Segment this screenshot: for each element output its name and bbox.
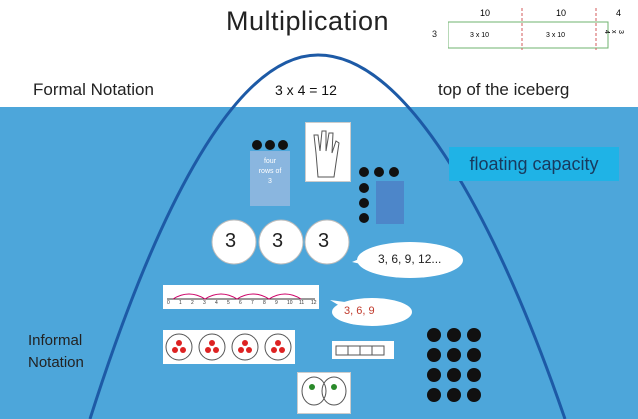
- area-col-3: 4: [616, 8, 622, 18]
- top-of-iceberg-label: top of the iceberg: [438, 80, 570, 99]
- area-col-1: 10: [480, 8, 491, 18]
- floating-capacity-box: floating capacity: [449, 147, 619, 181]
- array-row-label: 3: [432, 29, 438, 39]
- number-line-tick: 12: [311, 300, 317, 306]
- informal-line-2: Notation: [28, 354, 84, 371]
- jump-bubble-text: 3, 6, 9: [344, 305, 375, 317]
- number-line-tick: 5: [227, 300, 230, 306]
- group-2: 3: [272, 230, 284, 252]
- formal-notation-label: Formal Notation: [33, 80, 154, 99]
- blocks-image: [332, 341, 394, 359]
- area-cell-1: 3 x 10: [470, 32, 490, 39]
- number-line-tick: 0: [167, 300, 170, 306]
- card-line-3: 3: [268, 178, 272, 185]
- number-line-tick: 11: [299, 300, 305, 306]
- informal-line-1: Informal: [28, 332, 83, 349]
- jump-a: 3: [344, 305, 351, 317]
- card-line-2: rows of: [258, 168, 282, 175]
- drawing-image: [297, 372, 351, 414]
- four-groups-of-three: [163, 330, 295, 364]
- number-line-tick: 4: [215, 300, 218, 306]
- number-line-tick: 1: [179, 300, 182, 306]
- jump-b: 6: [356, 305, 363, 317]
- number-line-tick: 9: [275, 300, 278, 306]
- area-model: 10 10 4 3 x 10 3 x 10 3 x 4: [448, 8, 631, 50]
- hand-counting-image: [305, 122, 351, 182]
- area-col-2: 10: [556, 8, 567, 18]
- number-line-tick: 3: [203, 300, 206, 306]
- jump-c: 9: [368, 305, 375, 317]
- informal-notation-label: Informal Notation: [28, 330, 84, 374]
- diagram-title: Multiplication: [226, 6, 390, 36]
- skip-count-text: 3, 6, 9, 12...: [378, 252, 442, 266]
- card-line-1: four: [263, 158, 277, 165]
- four-rows-card: four rows of 3: [250, 151, 290, 206]
- number-line-tick: 10: [287, 300, 293, 306]
- number-line-tick: 7: [251, 300, 254, 306]
- group-1: 3: [225, 230, 237, 252]
- area-cell-2: 3 x 10: [546, 32, 566, 39]
- number-line-tick: 6: [239, 300, 242, 306]
- number-line-tick: 8: [263, 300, 266, 306]
- equation: 3 x 4 = 12: [275, 82, 337, 98]
- number-line-tick: 2: [191, 300, 194, 306]
- group-3: 3: [318, 230, 330, 252]
